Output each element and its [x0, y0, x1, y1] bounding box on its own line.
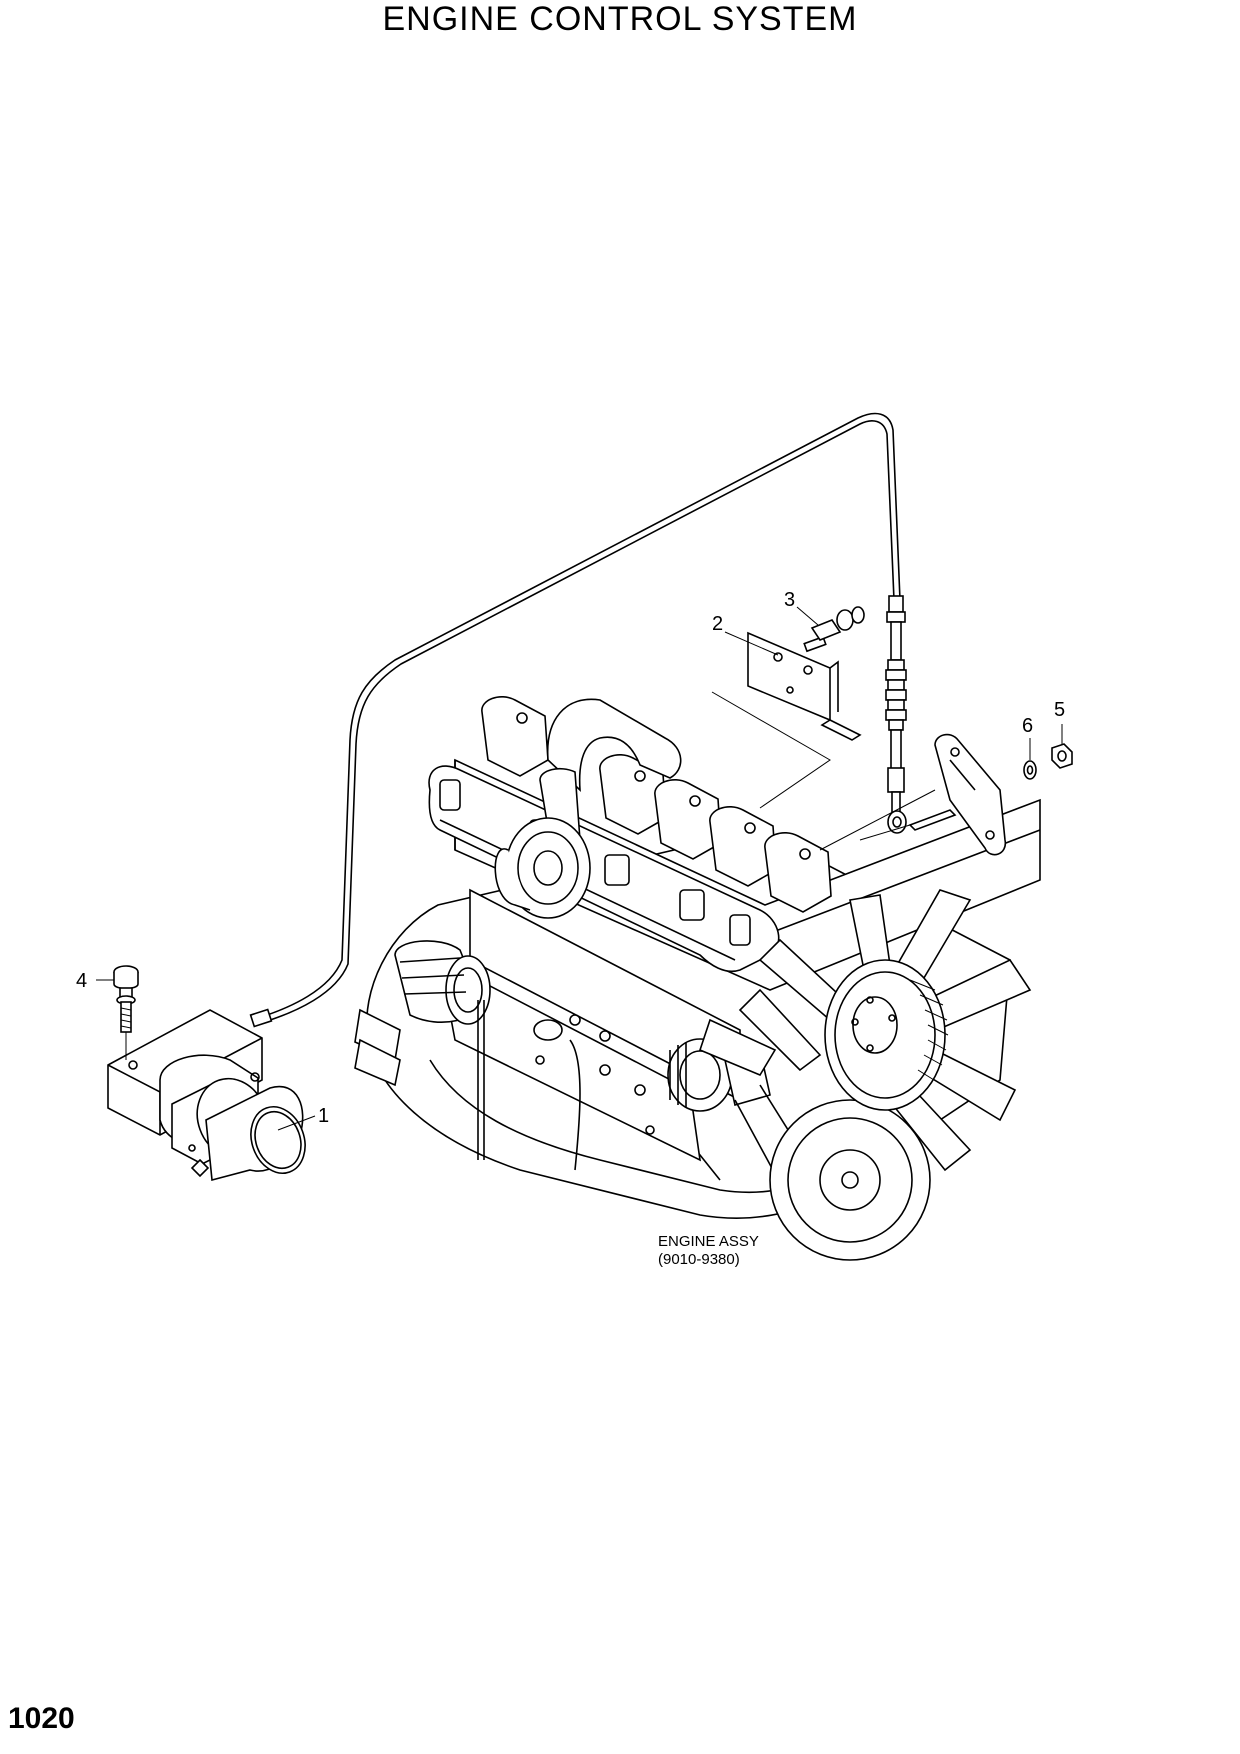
callout-6: 6 — [1022, 715, 1033, 737]
nut-part-5 — [1051, 743, 1073, 769]
page-title: ENGINE CONTROL SYSTEM — [382, 0, 858, 38]
fan-hub — [824, 959, 949, 1111]
engine-assy — [354, 696, 1041, 1261]
crank-pulley — [769, 1099, 931, 1261]
callout-3: 3 — [784, 589, 795, 611]
page-number: 1020 — [8, 1702, 75, 1735]
control-cable — [249, 412, 907, 1028]
washer-part-6 — [1023, 760, 1037, 780]
callout-5: 5 — [1054, 699, 1065, 721]
lever-bracket — [819, 733, 1007, 856]
engine-assy-range-label: (9010-9380) — [658, 1251, 740, 1268]
bracket-part-2 — [711, 631, 862, 809]
cable-boot — [885, 659, 907, 731]
engine-assy-label: ENGINE ASSY — [658, 1233, 759, 1250]
callout-leaders — [96, 606, 1063, 1131]
turbocharger — [494, 817, 591, 919]
callout-2: 2 — [712, 613, 723, 635]
starter-motor — [394, 940, 491, 1025]
callout-1: 1 — [318, 1105, 329, 1127]
bolt-part-3 — [803, 606, 865, 653]
rocker-covers — [481, 696, 832, 913]
bolt-part-4 — [113, 965, 139, 1060]
control-motor — [107, 1009, 306, 1182]
callout-4: 4 — [76, 970, 87, 992]
